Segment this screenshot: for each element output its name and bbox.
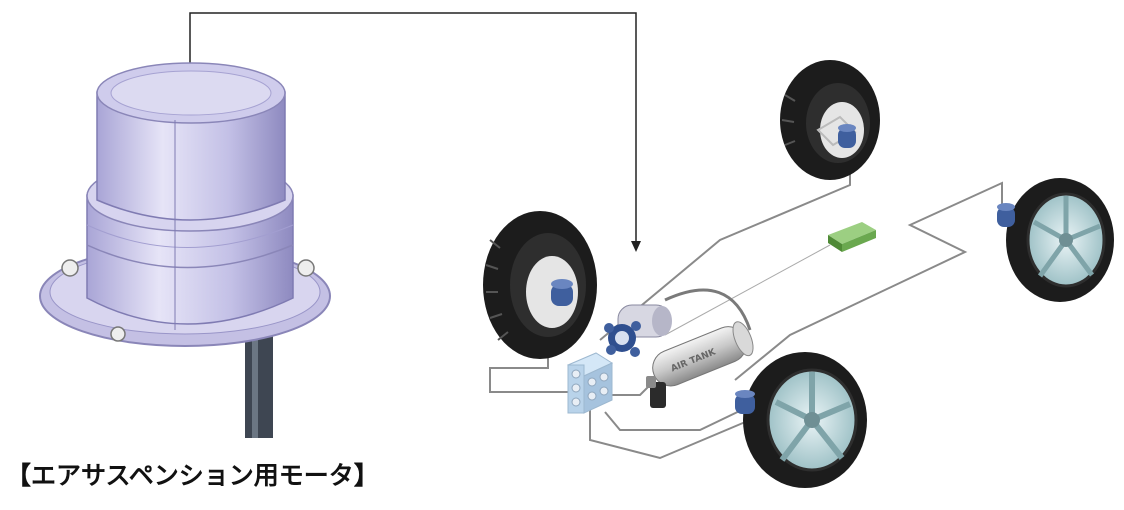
caption: 【エアサスペンション用モータ】 <box>6 461 379 490</box>
dryer-valve <box>646 376 666 408</box>
front-left-air-spring <box>551 279 573 306</box>
rear-right-air-spring <box>997 203 1015 227</box>
rear-left-air-spring <box>816 115 857 148</box>
motor-illustration <box>39 62 331 438</box>
control-unit-box <box>828 222 876 252</box>
front-left-wheel <box>483 211 597 359</box>
air-tank: AIR TANK <box>652 321 754 387</box>
compressor-unit <box>604 288 752 357</box>
rear-right-wheel <box>1006 178 1114 302</box>
signal-line <box>664 244 831 336</box>
valve-block <box>566 352 614 414</box>
connector-arrow <box>189 12 641 252</box>
rear-left-wheel <box>780 60 880 180</box>
front-right-air-spring <box>735 390 755 414</box>
front-right-wheel <box>743 352 867 488</box>
